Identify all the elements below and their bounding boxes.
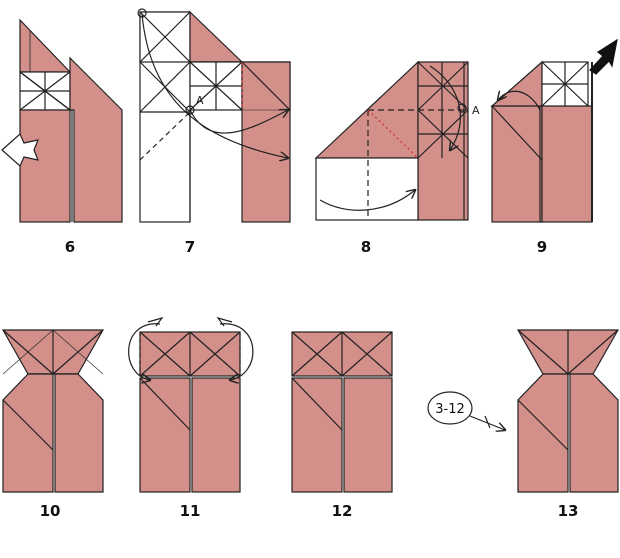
point-label-a-step8: A xyxy=(472,104,480,117)
step-9-figure xyxy=(490,38,618,223)
step-10-figure xyxy=(1,329,105,493)
step-number-9: 9 xyxy=(536,238,548,256)
pull-out-arrow xyxy=(1,133,39,167)
step-11-figure xyxy=(128,316,254,493)
repeat-steps-label: 3-12 xyxy=(435,402,465,417)
step-12-figure xyxy=(291,331,393,493)
step-number-13: 13 xyxy=(557,502,579,520)
step-number-7: 7 xyxy=(184,238,196,256)
step-number-6: 6 xyxy=(64,238,76,256)
step-number-10: 10 xyxy=(39,502,61,520)
step-13-figure: 3-12 xyxy=(427,329,620,493)
step-7-figure: A xyxy=(137,8,291,223)
step-number-12: 12 xyxy=(331,502,353,520)
step-6-figure xyxy=(1,18,123,223)
step-number-8: 8 xyxy=(360,238,372,256)
point-label-a-step7: A xyxy=(196,94,204,107)
step-number-11: 11 xyxy=(179,502,201,520)
push-arrow xyxy=(589,38,618,75)
repeat-steps-badge: 3-12 xyxy=(427,391,505,430)
step-8-figure: A xyxy=(314,60,480,221)
